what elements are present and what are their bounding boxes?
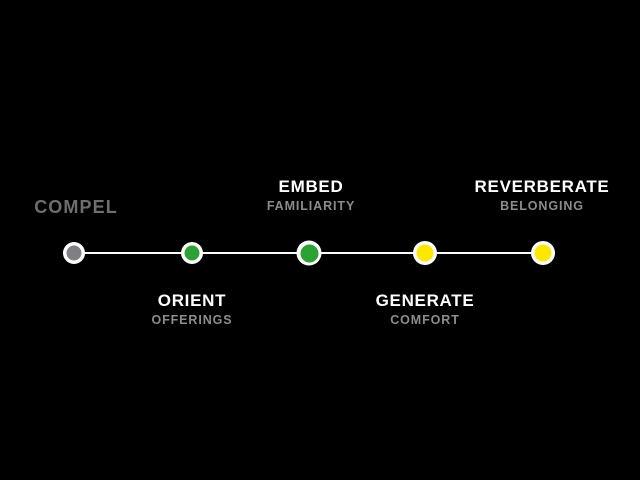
node-dot-compel	[66, 245, 82, 261]
timeline-label-orient[interactable]: ORIENT OFFERINGS	[151, 292, 232, 327]
stage-subtitle-reverberate: BELONGING	[500, 199, 584, 213]
stage-subtitle-embed: FAMILIARITY	[266, 199, 356, 213]
node-dot-orient	[184, 245, 200, 261]
stage-title-compel: COMPEL	[34, 197, 118, 217]
stage-title-orient: ORIENT	[157, 291, 227, 310]
node-dot-embed	[300, 244, 318, 262]
timeline-node-reverberate[interactable]	[531, 241, 555, 265]
stage-subtitle-orient: OFFERINGS	[151, 313, 233, 327]
timeline-node-compel[interactable]	[63, 242, 85, 264]
timeline-label-embed[interactable]: EMBED FAMILIARITY	[267, 178, 355, 213]
timeline-node-generate[interactable]	[413, 241, 437, 265]
stage-subtitle-generate: COMFORT	[390, 313, 460, 327]
stage-title-reverberate: REVERBERATE	[474, 177, 610, 196]
timeline-label-reverberate[interactable]: REVERBERATE BELONGING	[475, 178, 610, 213]
stage-title-embed: EMBED	[278, 177, 344, 196]
timeline-label-generate[interactable]: GENERATE COMFORT	[376, 292, 475, 327]
node-dot-reverberate	[534, 244, 552, 262]
stage-title-generate: GENERATE	[375, 291, 475, 310]
node-dot-generate	[416, 244, 434, 262]
timeline-node-embed[interactable]	[296, 240, 322, 266]
timeline-node-orient[interactable]	[181, 242, 203, 264]
timeline-label-compel[interactable]: COMPEL	[34, 198, 118, 216]
